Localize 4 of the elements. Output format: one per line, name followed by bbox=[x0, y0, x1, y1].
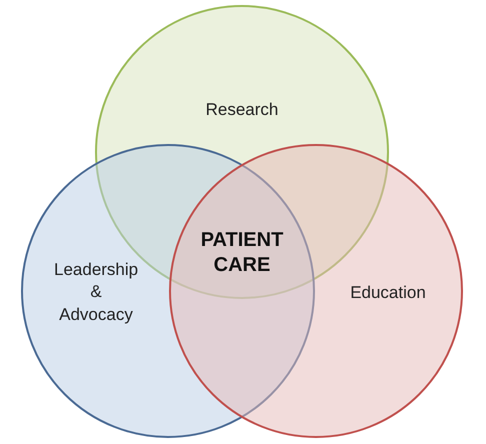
circle-label: Leadership & Advocacy bbox=[54, 258, 138, 326]
circle-label: Research bbox=[204, 98, 280, 120]
center-label: PATIENT CARE bbox=[200, 228, 284, 278]
circle-label: Education bbox=[349, 282, 427, 304]
